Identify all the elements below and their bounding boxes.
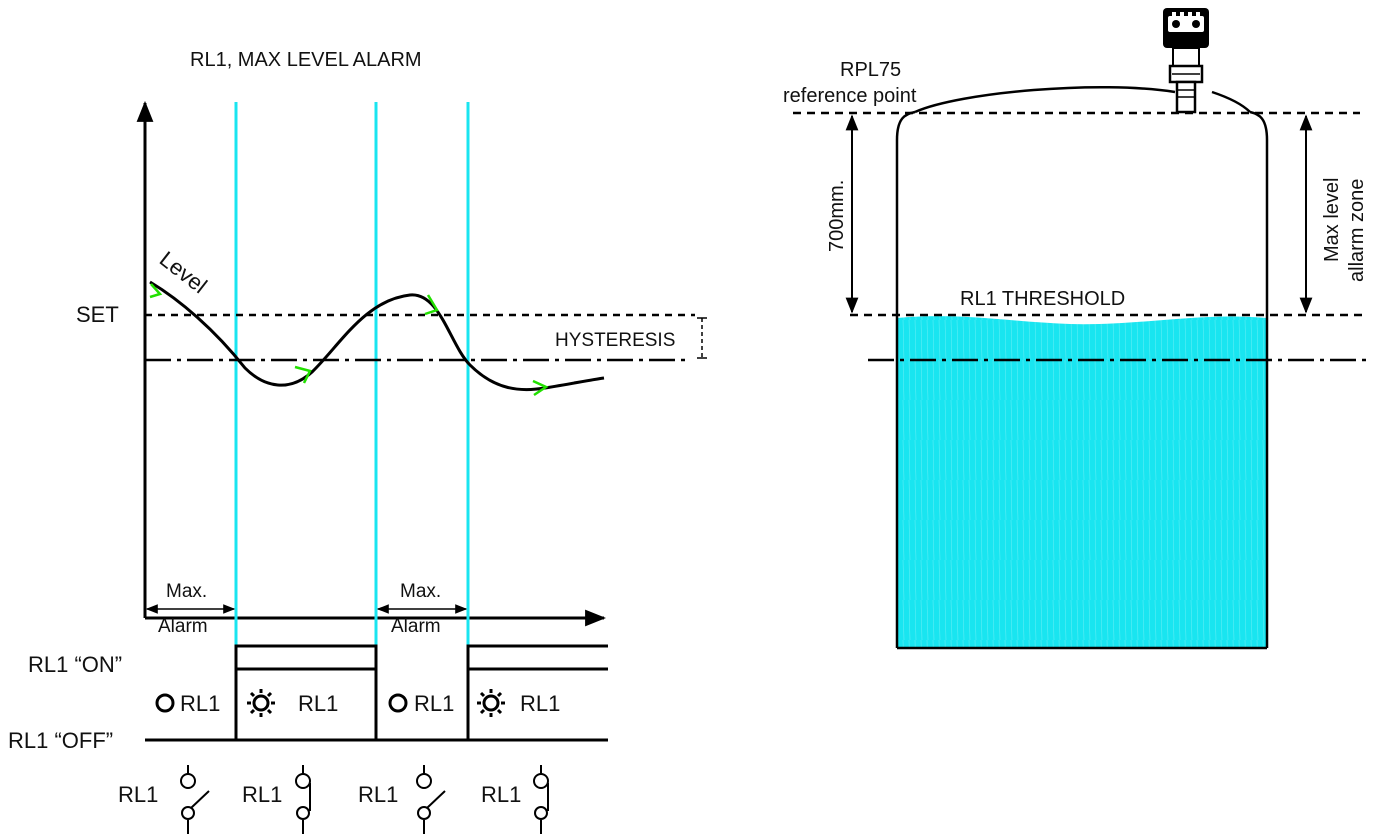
direction-arrow xyxy=(424,294,439,316)
svg-text:RL1: RL1 xyxy=(118,782,158,807)
svg-text:Max.: Max. xyxy=(400,581,441,602)
tank-liquid xyxy=(897,316,1267,648)
diagram-title: RL1, MAX LEVEL ALARM xyxy=(190,49,422,71)
contact-closed-2: RL1 xyxy=(242,765,311,834)
relay-off-icon xyxy=(155,693,175,713)
relay-waveform xyxy=(234,644,608,740)
contact-open-1: RL1 xyxy=(118,765,210,834)
transition-lines xyxy=(234,102,470,740)
direction-arrow xyxy=(532,379,549,397)
level-curve xyxy=(149,280,605,392)
threshold-label: RL1 THRESHOLD xyxy=(960,288,1125,310)
direction-arrow xyxy=(294,365,312,384)
svg-text:RL1: RL1 xyxy=(414,691,454,716)
reference-point-label: reference point xyxy=(783,85,917,107)
svg-text:Alarm: Alarm xyxy=(158,616,208,637)
set-label: SET xyxy=(76,302,119,327)
relay-off-label: RL1 “OFF” xyxy=(8,728,113,753)
relay-state-3: RL1 xyxy=(388,691,454,716)
svg-text:Max.: Max. xyxy=(166,581,207,602)
relay-on-icon xyxy=(477,689,505,717)
direction-arrows xyxy=(149,283,549,397)
relay-state-2: RL1 xyxy=(247,689,338,717)
distance-label: 700mm. xyxy=(826,180,848,252)
relay-off-icon xyxy=(388,693,408,713)
relay-on-label: RL1 “ON” xyxy=(28,652,122,677)
svg-text:RL1: RL1 xyxy=(242,782,282,807)
svg-text:RL1: RL1 xyxy=(298,691,338,716)
contact-open-3: RL1 xyxy=(358,765,446,834)
direction-arrow xyxy=(149,283,163,299)
alarm-zone-label-line2: allarm zone xyxy=(1346,179,1368,282)
relay-state-1: RL1 xyxy=(155,691,220,716)
relay-on-icon xyxy=(247,689,275,717)
alarm-zone-label-line1: Max level xyxy=(1321,178,1343,262)
relay-state-4: RL1 xyxy=(477,689,560,717)
max-alarm-span-2: Max. Alarm xyxy=(376,581,468,637)
contact-closed-4: RL1 xyxy=(481,765,549,834)
hysteresis-label: HYSTERESIS xyxy=(555,330,675,351)
rpl75-sensor-icon xyxy=(1163,8,1209,114)
svg-text:RL1: RL1 xyxy=(481,782,521,807)
tank-dome xyxy=(914,85,1251,114)
svg-text:RL1: RL1 xyxy=(520,691,560,716)
sensor-model-label: RPL75 xyxy=(840,59,901,81)
max-alarm-span-1: Max. Alarm xyxy=(145,581,236,637)
svg-text:RL1: RL1 xyxy=(180,691,220,716)
svg-text:RL1: RL1 xyxy=(358,782,398,807)
svg-text:Alarm: Alarm xyxy=(391,616,441,637)
